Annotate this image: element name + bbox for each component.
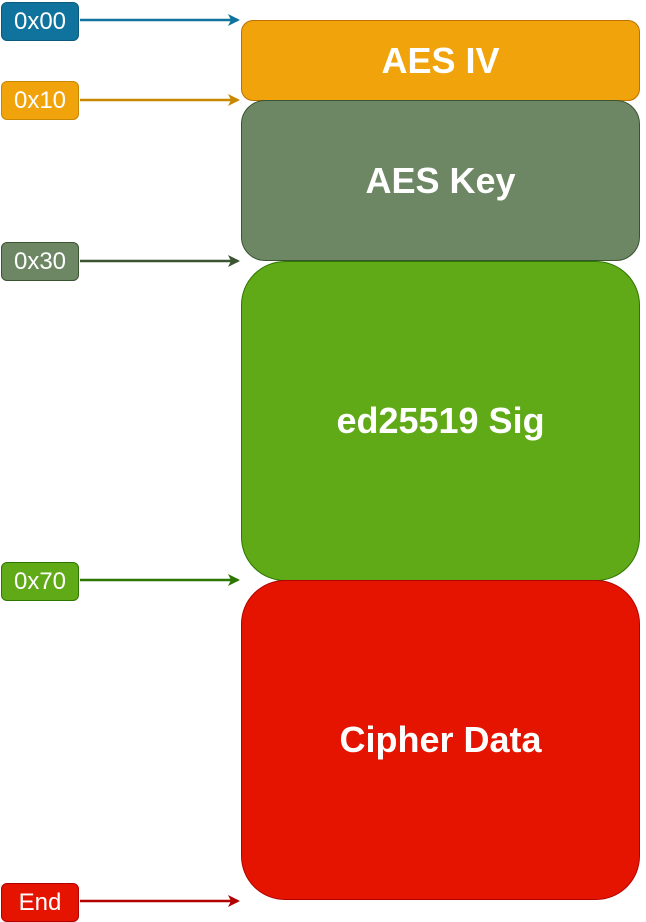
block-aes-iv: AES IV [241, 20, 640, 101]
block-aes-key: AES Key [241, 100, 640, 261]
block-ed25519-sig: ed25519 Sig [241, 261, 640, 581]
block-cipher-data: Cipher Data [241, 580, 640, 900]
offset-tag-0x30: 0x30 [1, 242, 79, 281]
offset-tag-0x00: 0x00 [1, 2, 79, 41]
offset-tag-end: End [1, 883, 79, 922]
offset-tag-0x70: 0x70 [1, 562, 79, 601]
offset-tag-0x10: 0x10 [1, 81, 79, 120]
